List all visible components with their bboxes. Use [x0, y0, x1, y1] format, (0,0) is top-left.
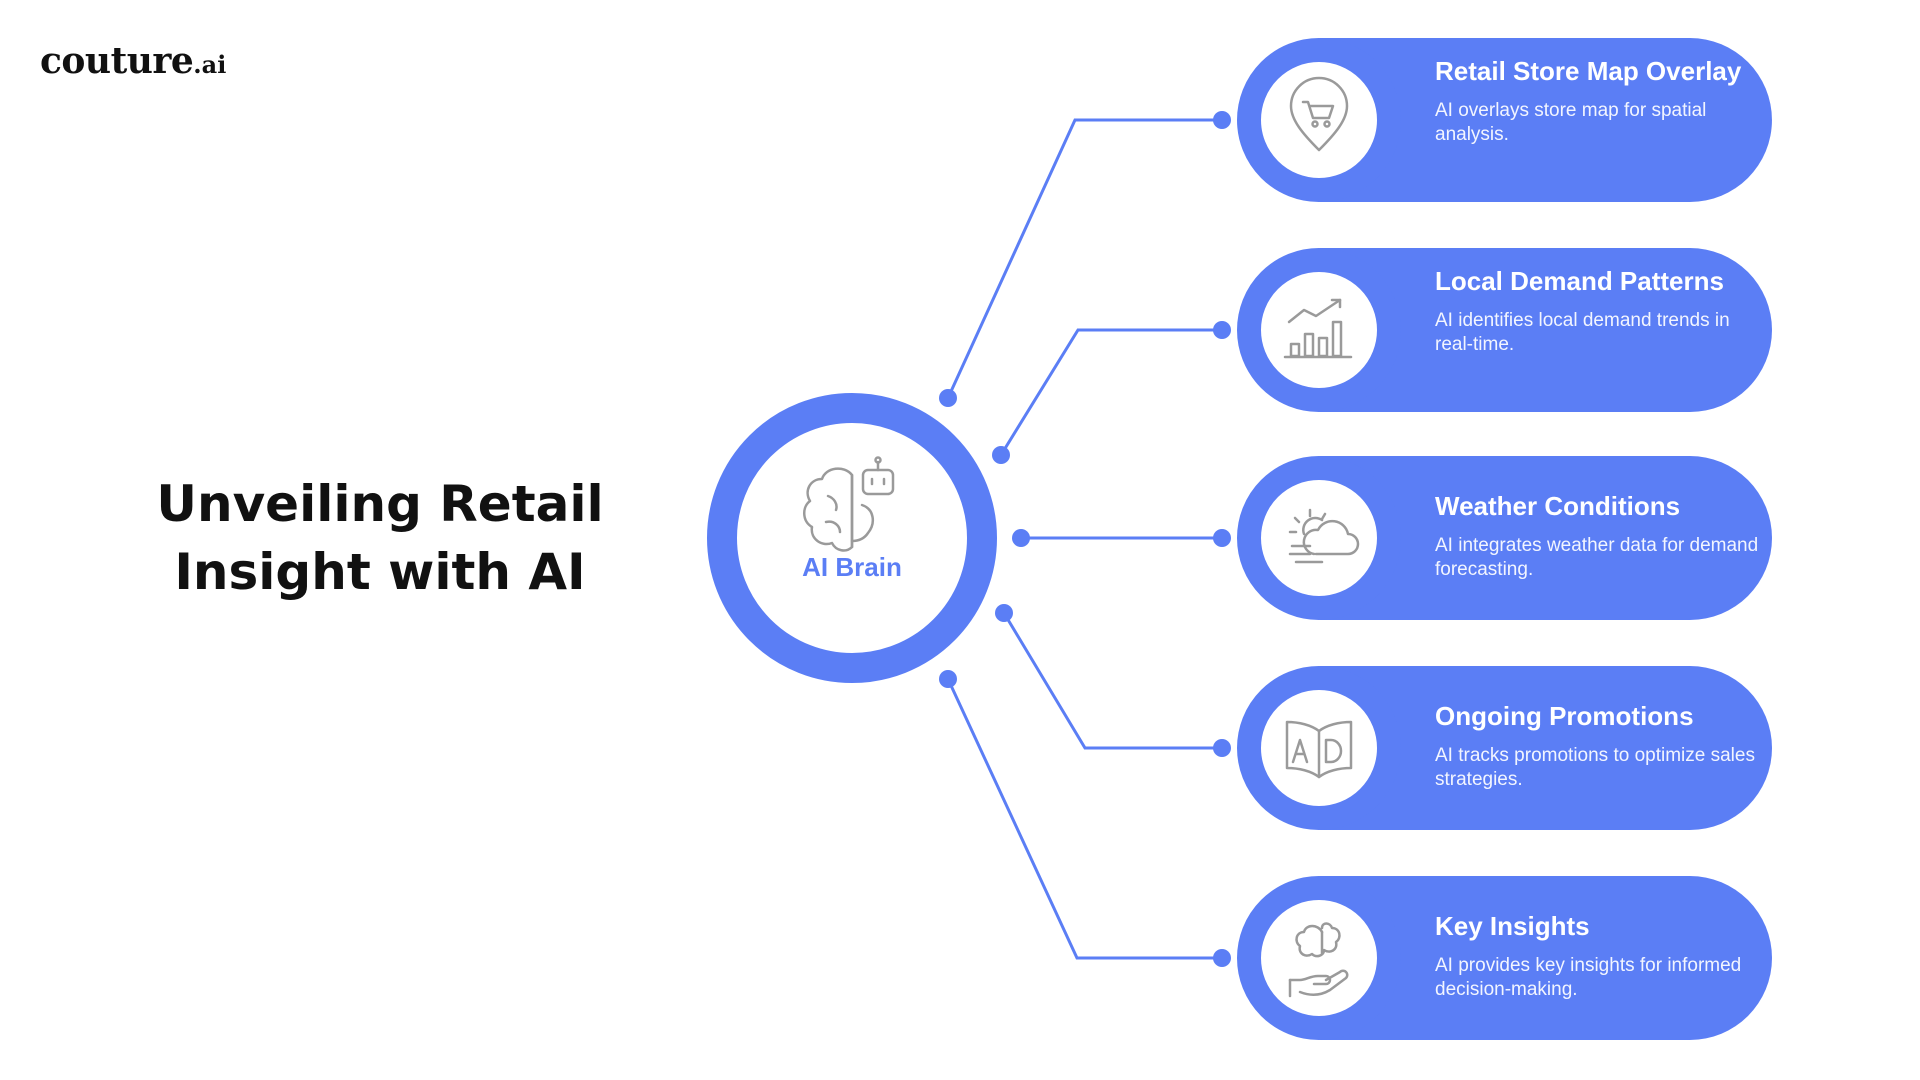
node-pill — [1320, 876, 1772, 1040]
trend-bar-chart-icon — [1283, 298, 1353, 359]
logo-sub-text: .ai — [193, 50, 227, 79]
node-1 — [1237, 38, 1772, 202]
connector-dot — [992, 446, 1010, 464]
node-title: Retail Store Map Overlay — [1435, 56, 1742, 86]
logo-main-text: couture — [40, 40, 194, 82]
connector-4 — [1002, 612, 1222, 750]
node-ring — [1237, 456, 1401, 620]
node-text-2: Local Demand Patterns AI identifies loca… — [1435, 265, 1765, 357]
node-description: AI tracks promotions to optimize sales s… — [1435, 745, 1755, 790]
node-3 — [1237, 456, 1772, 620]
map-pin-cart-icon — [1289, 76, 1349, 152]
node-ring — [1237, 38, 1401, 202]
page-title: Unveiling Retail Insight with AI — [156, 475, 604, 601]
node-text-1: Retail Store Map Overlay AI overlays sto… — [1435, 55, 1765, 147]
connector-5 — [946, 678, 1222, 960]
node-description: AI integrates weather data for demand fo… — [1435, 535, 1759, 580]
node-title: Ongoing Promotions — [1435, 701, 1694, 731]
connector-dot — [1213, 529, 1231, 547]
node-ring — [1237, 248, 1401, 412]
node-description: AI provides key insights for informed de… — [1435, 955, 1742, 1000]
node-description: AI identifies local demand trends in rea… — [1435, 310, 1730, 355]
connector-dots — [939, 111, 1231, 967]
node-2 — [1237, 248, 1772, 412]
brain-robot-icon — [803, 456, 895, 552]
node-pill — [1320, 38, 1772, 202]
hub-label: AI Brain — [802, 552, 902, 582]
sun-cloud-icon — [1288, 508, 1360, 564]
brand-logo: couture.ai — [40, 40, 226, 88]
node-text-3: Weather Conditions AI integrates weather… — [1435, 490, 1765, 582]
hub-node — [707, 393, 997, 683]
node-4 — [1237, 666, 1772, 830]
connector-2 — [999, 328, 1222, 456]
connector-dot — [939, 670, 957, 688]
node-pill — [1320, 248, 1772, 412]
connector-dot — [995, 604, 1013, 622]
node-pill — [1320, 456, 1772, 620]
ad-book-icon — [1285, 720, 1353, 779]
node-title: Weather Conditions — [1435, 491, 1681, 521]
node-title: Local Demand Patterns — [1435, 266, 1724, 296]
node-text-5: Key Insights AI provides key insights fo… — [1435, 910, 1765, 1002]
connector-dot — [1213, 111, 1231, 129]
connector-dot — [1213, 321, 1231, 339]
connector-dot — [1213, 949, 1231, 967]
node-description: AI overlays store map for spatial analys… — [1435, 100, 1707, 145]
node-ring — [1237, 876, 1401, 1040]
node-5 — [1237, 876, 1772, 1040]
node-title: Key Insights — [1435, 911, 1590, 941]
node-text-4: Ongoing Promotions AI tracks promotions … — [1435, 700, 1765, 792]
node-pill — [1320, 666, 1772, 830]
brain-hand-icon — [1288, 922, 1349, 998]
connectors — [946, 118, 1222, 960]
connector-dot — [1213, 739, 1231, 757]
connector-dot — [939, 389, 957, 407]
connector-dot — [1012, 529, 1030, 547]
connector-1 — [946, 118, 1222, 399]
